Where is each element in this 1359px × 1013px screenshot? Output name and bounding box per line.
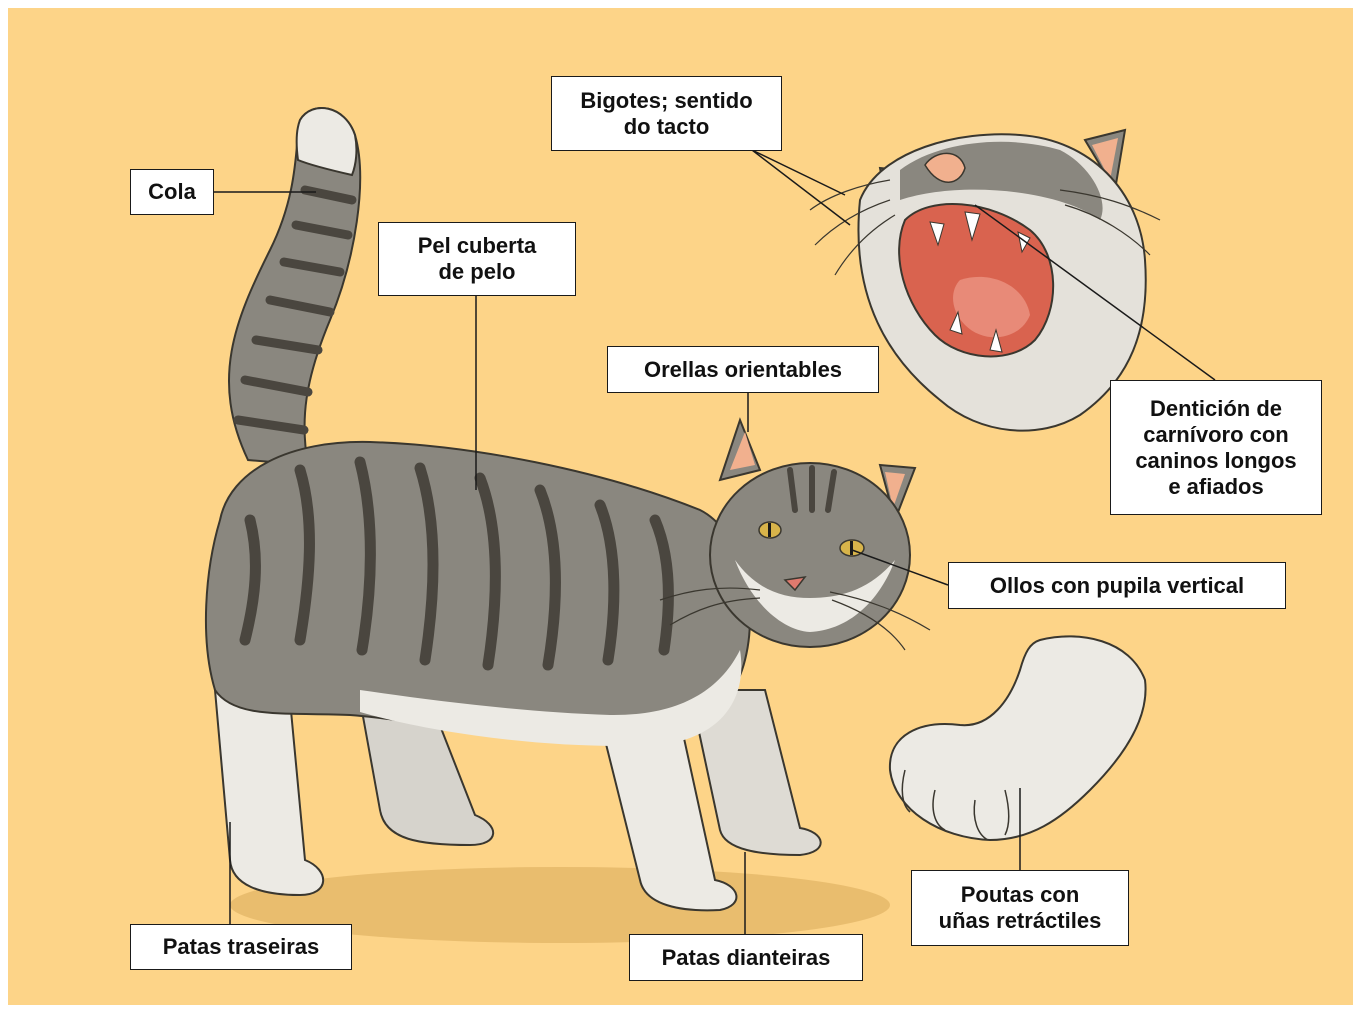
cat-tail [229,108,360,465]
leader-bigotes-2 [752,150,850,225]
closeup-paw [890,636,1146,840]
label-pel-cuberta: Pel cuberta de pelo [378,222,576,296]
label-patas-dianteiras: Patas dianteiras [629,934,863,981]
label-denticion: Dentición de carnívoro con caninos longo… [1110,380,1322,515]
label-patas-traseiras: Patas traseiras [130,924,352,970]
label-cola: Cola [130,169,214,215]
label-orellas: Orellas orientables [607,346,879,393]
label-bigotes: Bigotes; sentido do tacto [551,76,782,151]
cat-body [206,442,750,746]
label-ollos: Ollos con pupila vertical [948,562,1286,609]
label-poutas: Poutas con uñas retráctiles [911,870,1129,946]
leader-bigotes-1 [752,150,845,195]
